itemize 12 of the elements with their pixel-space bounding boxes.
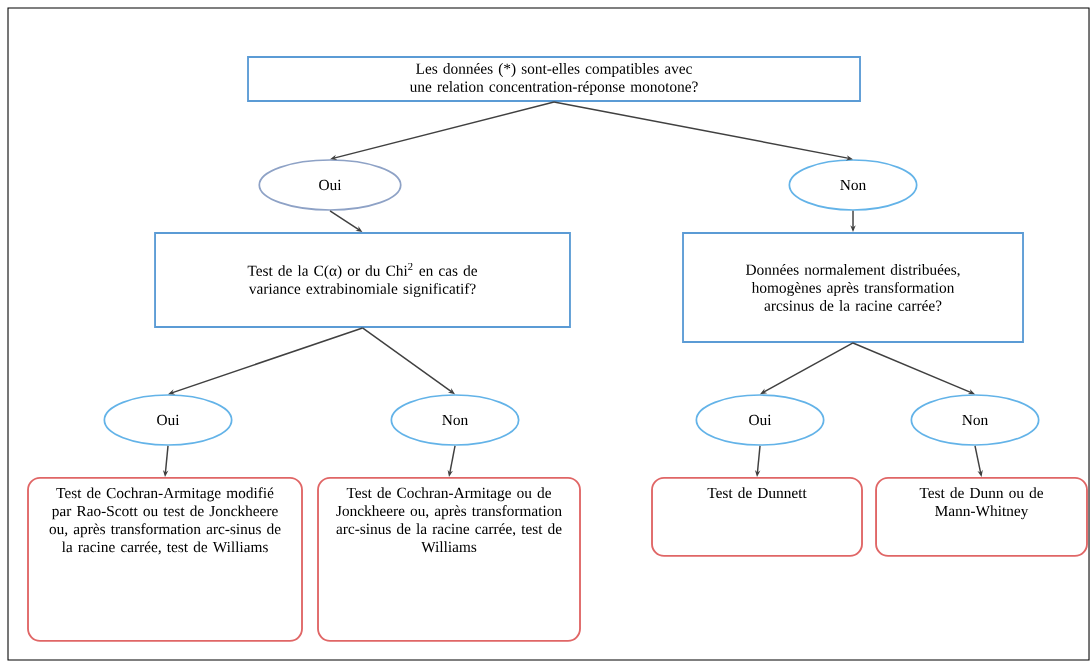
result-box: Test de Cochran-Armitage modifié par Rao-Scott ou test de Jonckheere ou, après transformation arc-sinus de la racine carrée, test de Williams [27,477,303,642]
arrow [168,327,364,395]
question-box: Données normalement distribuées, homogènes après transformation arcsinus de la racine carrée? [682,232,1024,343]
arrow [553,101,853,161]
question-box: Les données (*) sont-elles compatibles avec une relation concentration-réponse monotone? [247,56,861,102]
result-box: Test de Cochran-Armitage ou de Jonckheere ou, après transformation arc-sinus de la racine carrée, test de Williams [317,477,581,642]
result-box: Test de Dunnett [651,477,863,557]
result-box: Test de Dunn ou de Mann-Whitney [875,477,1088,557]
arrow [852,342,975,395]
arrow [974,445,983,477]
arrow [330,101,555,161]
question-box: Test de la C(α) or du Chi$^{2}$ en cas de variance extrabinomiale significatif? [154,232,571,328]
